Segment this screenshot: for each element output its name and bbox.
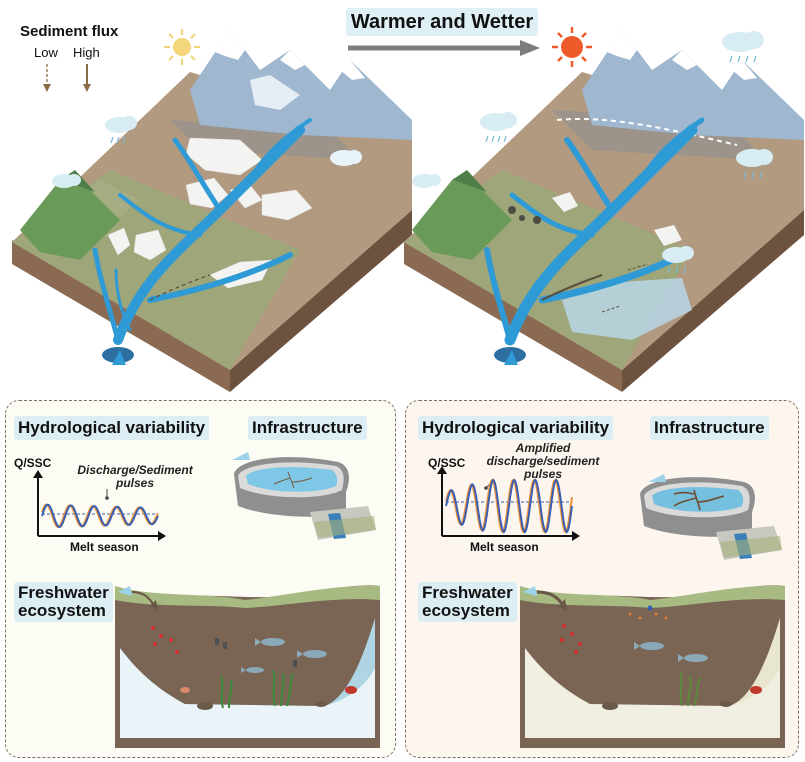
right-x-axis-label: Melt season: [470, 540, 539, 554]
left-y-axis-label: Q/SSC: [14, 456, 52, 470]
landscape-future: [404, 30, 804, 392]
rain-cloud-icon: [105, 116, 137, 144]
right-inflow-arrow: [523, 586, 567, 611]
left-infra-title: Infrastructure: [248, 416, 367, 440]
fish-icon: [241, 638, 327, 673]
right-ecosystem-scene: [520, 585, 785, 748]
sun-warm-icon: [552, 27, 592, 67]
right-annotation-line3: pulses: [523, 467, 562, 481]
left-hydrograph: [33, 470, 166, 541]
left-hydro-title: Hydrological variability: [14, 416, 210, 440]
left-x-axis-label: Melt season: [70, 540, 139, 554]
right-annotation-line1: Amplified: [515, 441, 571, 455]
legend-title: Sediment flux: [20, 23, 119, 40]
left-annotation-line2: pulses: [115, 476, 154, 490]
right-hydro-title: Hydrological variability: [418, 416, 614, 440]
left-annotation: Discharge/Sediment pulses: [70, 464, 200, 490]
left-ecosystem-scene: [115, 585, 380, 748]
crab-icon: [180, 686, 357, 694]
sun-icon: [164, 29, 200, 65]
right-annotation: Amplified discharge/sediment pulses: [468, 442, 618, 481]
right-sediment-line: [445, 478, 573, 534]
right-eco-line1: Freshwater: [422, 583, 513, 602]
legend-arrows: [43, 64, 91, 92]
right-annotation-line2: discharge/sediment: [486, 454, 600, 468]
right-infra-title: Infrastructure: [650, 416, 769, 440]
right-eco-line2: ecosystem: [422, 601, 510, 620]
legend-high: High: [73, 45, 100, 60]
right-hydrograph: [437, 466, 580, 541]
right-y-axis-label: Q/SSC: [428, 456, 466, 470]
reservoir-icon: [232, 452, 376, 540]
legend-low: Low: [34, 45, 58, 60]
left-annotation-line1: Discharge/Sediment: [77, 463, 193, 477]
landscape-current: [12, 30, 412, 392]
left-eco-title: Freshwater ecosystem: [14, 582, 113, 622]
left-eco-line2: ecosystem: [18, 601, 106, 620]
left-eco-line1: Freshwater: [18, 583, 109, 602]
left-discharge-line: [41, 503, 159, 529]
plant-icon: [220, 669, 294, 709]
right-discharge-line: [445, 478, 573, 534]
right-eco-title: Freshwater ecosystem: [418, 582, 517, 622]
arrow-right-icon: [348, 40, 540, 56]
page-title: Warmer and Wetter: [346, 8, 538, 36]
page-title-text: Warmer and Wetter: [350, 10, 534, 33]
reservoir-future-icon: [640, 474, 782, 560]
left-inflow-arrow: [118, 586, 158, 610]
